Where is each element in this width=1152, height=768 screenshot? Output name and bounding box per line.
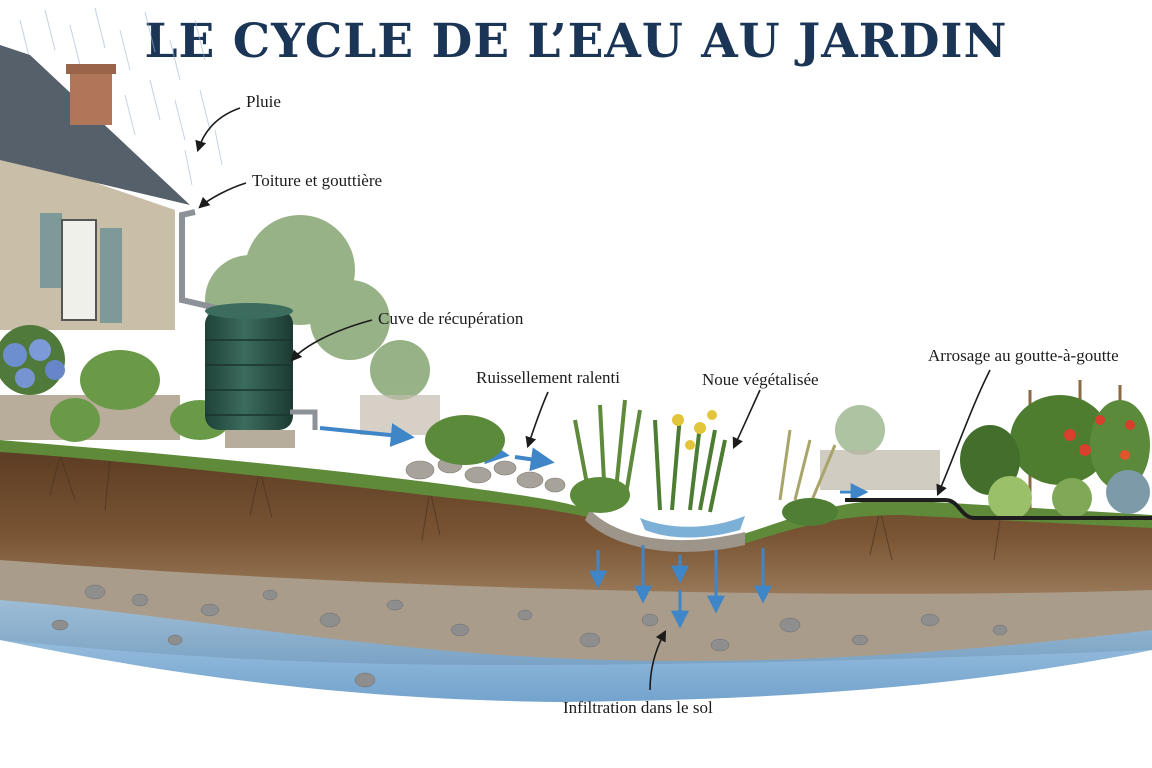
roots bbox=[49, 454, 1001, 561]
label-rain: Pluie bbox=[246, 92, 281, 111]
rainwater-tank bbox=[205, 303, 318, 448]
label-soil-infiltration: Infiltration dans le sol bbox=[563, 698, 713, 717]
flow-arrow-3 bbox=[514, 447, 555, 472]
background-trees bbox=[205, 215, 885, 455]
page-title: LE CYCLE DE L’EAU AU JARDIN bbox=[144, 14, 1008, 69]
swale-water bbox=[640, 516, 745, 538]
infiltration-arrows bbox=[589, 545, 772, 629]
hydrangea-bush bbox=[0, 325, 65, 395]
shutter-right bbox=[100, 228, 122, 323]
house-window bbox=[61, 219, 97, 321]
leader-tank bbox=[290, 319, 373, 362]
groundwater-layer bbox=[0, 600, 1152, 702]
vegetable-garden bbox=[960, 380, 1150, 520]
leader-infiltration bbox=[649, 630, 667, 691]
swale-plants bbox=[425, 399, 838, 526]
leader-rain bbox=[195, 107, 241, 153]
label-planted-swale: Noue végétalisée bbox=[702, 370, 819, 389]
gutter-downpipe bbox=[179, 209, 226, 313]
leader-runoff bbox=[525, 391, 549, 449]
leader-swale bbox=[732, 389, 761, 450]
label-rainwater-tank: Cuve de récupération bbox=[378, 309, 524, 328]
pebbles bbox=[51, 584, 1008, 688]
label-roof-gutter: Toiture et gouttière bbox=[252, 171, 383, 190]
rain-streaks bbox=[19, 7, 223, 186]
label-slowed-runoff: Ruissellement ralenti bbox=[476, 368, 620, 387]
callout-leaders bbox=[195, 107, 991, 691]
leader-drip bbox=[936, 369, 991, 497]
label-drip-irrigation: Arrosage au goutte-à-goutte bbox=[928, 346, 1119, 365]
grass-surface-right bbox=[740, 500, 1152, 545]
background-stone-wall-left bbox=[360, 395, 440, 435]
flow-arrow-1 bbox=[319, 423, 415, 448]
chimney bbox=[70, 70, 112, 125]
shutter-left bbox=[40, 213, 62, 288]
grass-surface bbox=[0, 440, 600, 520]
swale-stones bbox=[585, 510, 745, 552]
background-stone-wall bbox=[820, 450, 940, 490]
leader-roof bbox=[198, 182, 247, 209]
drip-irrigation-hose bbox=[845, 498, 1152, 520]
